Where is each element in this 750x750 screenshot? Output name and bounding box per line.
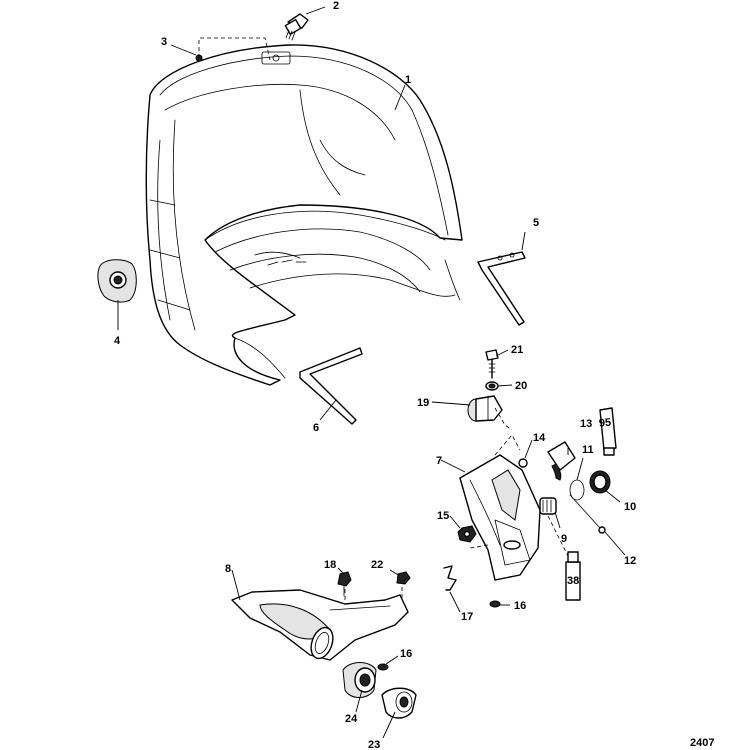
callout-numbers: 2 3 1 4 5 6 7 8 9 10 11 12 13 14 15 16 1… [114, 0, 636, 750]
callout-22: 22 [371, 559, 383, 571]
callout-20: 20 [515, 380, 527, 392]
nut-part-16-upper [489, 600, 501, 608]
callout-10: 10 [624, 501, 636, 513]
tube-label-95: 95 [598, 417, 611, 430]
callout-8: 8 [225, 563, 231, 575]
callout-7: 7 [436, 455, 442, 467]
bolt-part-21 [485, 349, 499, 379]
tube-label-38: 38 [567, 575, 579, 587]
nut-part-22 [396, 571, 411, 585]
cylinder-part-24 [342, 662, 377, 698]
callout-19: 19 [417, 397, 429, 409]
cap-part-10 [589, 470, 611, 494]
top-cowl-part-1 [145, 44, 463, 386]
washer-part-20 [485, 381, 499, 391]
bolt-part-18 [337, 571, 352, 597]
sealant-tube-38: 38 [565, 551, 581, 601]
bushing-part-19 [467, 395, 513, 431]
clip-part-17 [443, 565, 457, 591]
grommet-part-4 [97, 259, 137, 303]
callout-11: 11 [582, 444, 594, 456]
callout-23: 23 [368, 739, 380, 750]
plug-part-13 [547, 441, 576, 481]
cylinder-part-9 [539, 497, 571, 561]
callout-4: 4 [114, 335, 121, 347]
callout-16-upper: 16 [514, 600, 526, 612]
lower-cowl-part-8 [231, 575, 409, 661]
bracket-part-5 [477, 251, 526, 326]
fastener-part-2 [284, 13, 309, 41]
callout-5: 5 [533, 217, 539, 229]
callout-12: 12 [624, 555, 636, 567]
callout-18: 18 [324, 559, 336, 571]
callout-6: 6 [313, 422, 319, 434]
nut-part-3 [195, 37, 271, 62]
callout-16-lower: 16 [400, 648, 412, 660]
diagram-id-label: 2407 [690, 737, 714, 749]
callout-17: 17 [461, 611, 473, 623]
latch-housing-part-7 [459, 434, 541, 581]
nut-part-15 [457, 525, 477, 543]
callout-1: 1 [405, 74, 411, 86]
callout-15: 15 [437, 510, 449, 522]
callout-21: 21 [511, 344, 523, 356]
callout-24: 24 [345, 713, 358, 725]
callout-3: 3 [161, 36, 167, 48]
callout-13: 13 [580, 418, 592, 430]
seal-strip-part-6 [299, 347, 363, 425]
cable-part-12 [569, 494, 606, 534]
sealant-tube-95: 95 [598, 407, 617, 456]
callout-14: 14 [533, 432, 546, 444]
spring-part-23 [381, 687, 417, 719]
washer-part-14 [518, 458, 528, 468]
nut-part-16-lower [377, 663, 389, 671]
callout-9: 9 [561, 533, 567, 545]
leader-lines [117, 6, 626, 739]
callout-2: 2 [333, 0, 339, 12]
